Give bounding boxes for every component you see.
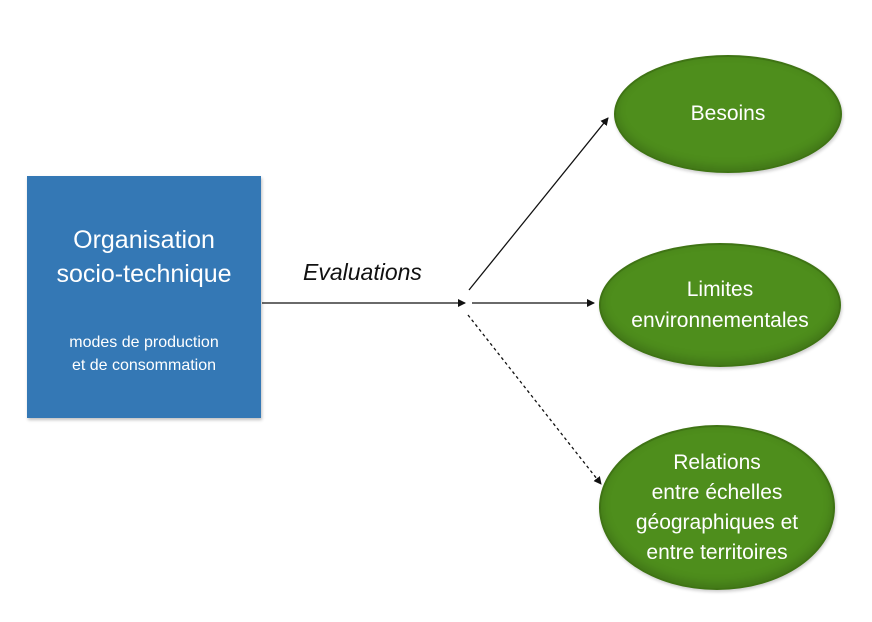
node-label-line: géographiques et [635, 510, 799, 534]
node-label-line: Limites [686, 278, 754, 301]
edge-label-evaluations: Evaluations [303, 259, 422, 285]
node-besoins: Besoins [614, 55, 842, 173]
source-title: Organisation socio-technique [27, 223, 261, 291]
node-label-line: environnementales [631, 309, 809, 332]
source-subtitle-line: modes de production [69, 334, 219, 351]
node-label-line: Relations [673, 450, 761, 474]
source-title-line: Organisation [73, 226, 215, 254]
node-limites-environnementales: Limites environnementales [599, 243, 841, 367]
source-title-line: socio-technique [56, 260, 232, 288]
node-label: Relations entre échelles géographiques e… [636, 448, 798, 568]
node-label-line: entre territoires [646, 540, 788, 564]
node-label-line: Besoins [690, 102, 766, 125]
node-relations-echelles: Relations entre échelles géographiques e… [599, 425, 835, 590]
source-subtitle: modes de production et de consommation [27, 331, 261, 377]
source-subtitle-line: et de consommation [71, 357, 217, 374]
node-label: Besoins [691, 100, 766, 128]
node-label-line: entre échelles [651, 480, 783, 504]
node-label: Limites environnementales [631, 274, 808, 336]
arrow-to-besoins [468, 117, 609, 291]
arrow-to-relations [467, 314, 602, 485]
source-box-organisation: Organisation socio-technique modes de pr… [27, 176, 261, 418]
